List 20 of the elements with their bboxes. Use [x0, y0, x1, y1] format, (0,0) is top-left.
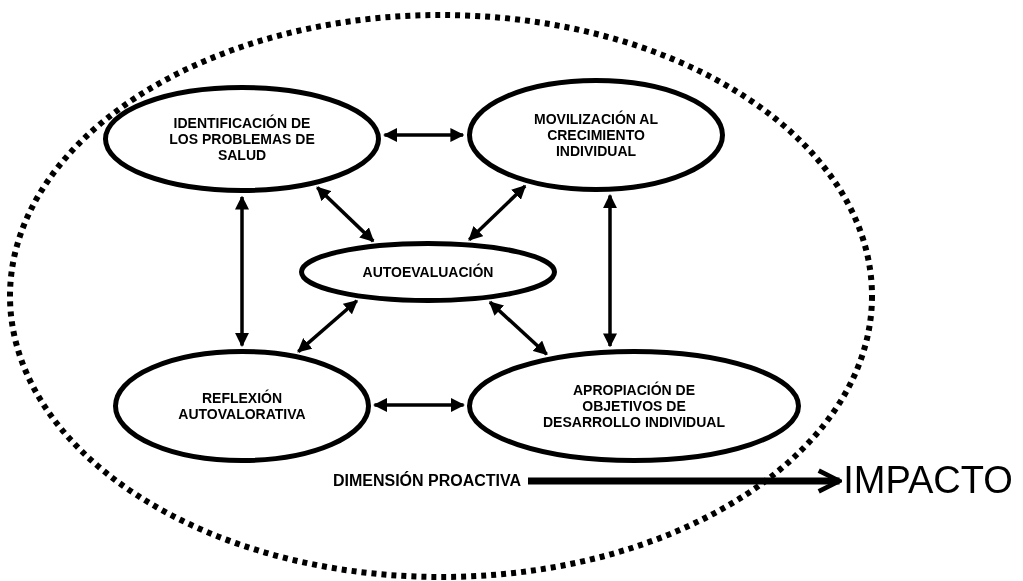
process-ellipse — [113, 349, 371, 463]
process-ellipse — [467, 349, 801, 463]
arrow — [468, 184, 527, 242]
arrow — [603, 194, 617, 348]
arrow — [488, 300, 548, 356]
arrow — [316, 186, 375, 243]
heading-label: IMPACTO — [842, 459, 1014, 503]
process-ellipse — [467, 78, 725, 192]
node-label: MOVILIZACIÓN AL CRECIMIENTO INDIVIDUAL — [533, 110, 659, 160]
node-label: AUTOEVALUACIÓN — [361, 263, 495, 281]
process-ellipse — [299, 241, 557, 303]
node-label: APROPIACIÓN DE OBJETIVOS DE DESARROLLO INDIVIDUAL — [542, 381, 726, 431]
process-ellipse — [103, 85, 381, 193]
arrow — [373, 398, 465, 412]
heading-label: DIMENSIÓN PROACTIVA — [331, 471, 523, 491]
arrow — [383, 128, 465, 142]
arrow — [235, 195, 249, 347]
node-label: IDENTIFICACIÓN DE LOS PROBLEMAS DE SALUD — [168, 114, 316, 164]
arrow — [297, 299, 358, 353]
node-label: REFLEXIÓN AUTOVALORATIVA — [177, 389, 307, 423]
